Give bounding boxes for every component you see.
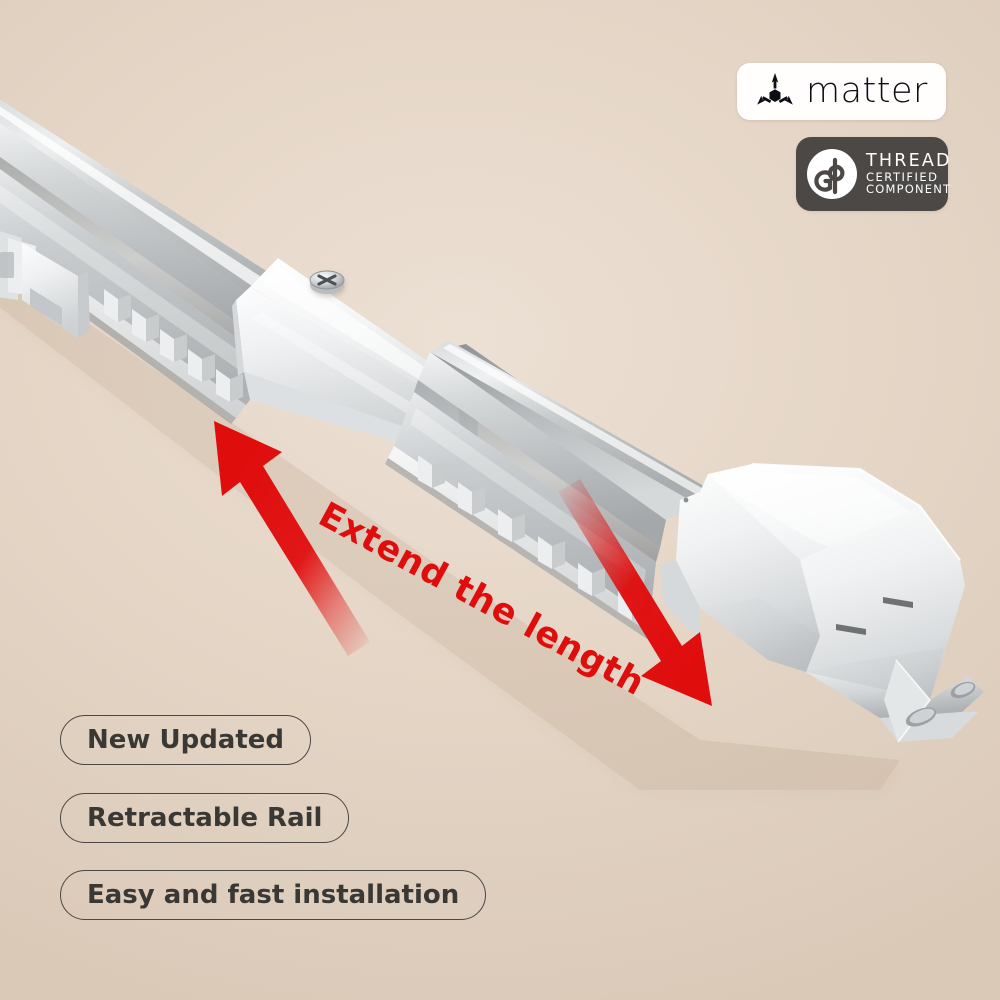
motor-vents <box>836 597 913 635</box>
thread-badge-line-3: COMPONENT <box>866 182 952 197</box>
curtain-runner-clips <box>104 289 243 402</box>
bracket-slot-holes <box>905 681 976 727</box>
matter-wordmark: matter <box>806 71 928 111</box>
matter-certification-badge: matter <box>737 63 946 120</box>
feature-pill-label: Easy and fast installation <box>87 880 460 910</box>
extend-arrow-right <box>558 479 712 706</box>
matter-logo-icon <box>753 72 797 112</box>
thread-certification-badge: THREAD CERTIFIED COMPONENT <box>796 137 950 211</box>
feature-pill-retractable-rail: Retractable Rail <box>60 793 350 843</box>
thread-badge-line-1: THREAD <box>866 151 952 172</box>
connector-screw <box>309 270 345 294</box>
mounting-bracket <box>806 659 984 743</box>
feature-pill-label: Retractable Rail <box>87 803 323 833</box>
aluminium-curtain-rail-upper <box>0 99 330 424</box>
motor-housing <box>660 463 965 718</box>
feature-pill-new-updated: New Updated <box>60 715 312 765</box>
feature-pill-easy-installation: Easy and fast installation <box>60 870 487 920</box>
aluminium-curtain-rail-lower <box>385 340 718 639</box>
feature-pill-label: New Updated <box>87 725 285 755</box>
rail-end-carrier <box>0 231 90 338</box>
extend-arrow-left <box>214 421 370 656</box>
thread-badge-line-2: CERTIFIED <box>866 170 939 185</box>
thread-group-logo-icon <box>805 147 859 201</box>
